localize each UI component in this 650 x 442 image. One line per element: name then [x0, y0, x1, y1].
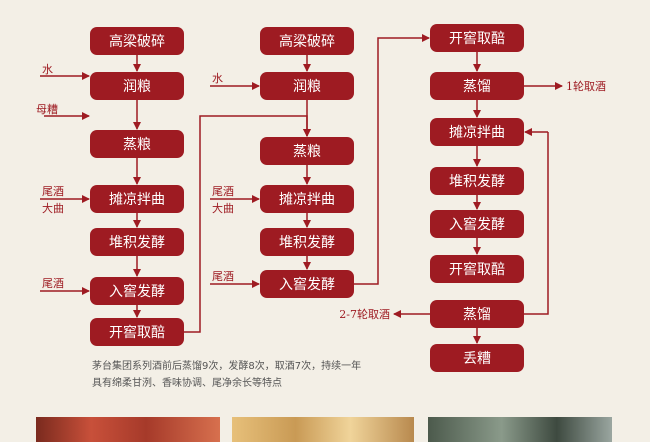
- process-step-box: 入窖发酵: [260, 270, 354, 298]
- step-box-bg: [90, 130, 184, 158]
- process-step-box: 高梁破碎: [260, 27, 354, 55]
- step-label: 润粮: [293, 79, 321, 95]
- step-label: 开窖取醅: [109, 324, 165, 341]
- step-box-bg: [90, 277, 184, 305]
- process-step-box: 堆积发酵: [430, 167, 524, 195]
- column-connector: [184, 115, 311, 333]
- input-label: 水: [42, 63, 53, 76]
- process-step-box: 摊凉拌曲: [90, 185, 184, 213]
- step-label: 堆积发酵: [279, 235, 335, 251]
- input-label: 大曲: [212, 201, 234, 215]
- input-label: 尾酒: [42, 185, 64, 198]
- step-box-bg: [260, 270, 354, 298]
- step-box-bg: [90, 185, 184, 213]
- step-label: 润粮: [123, 79, 151, 95]
- step-box-bg: [430, 210, 524, 238]
- step-box-bg: [260, 137, 354, 165]
- caption-line-2: 具有绵柔甘洌、香味协调、尾净余长等特点: [92, 378, 282, 389]
- process-step-box: 堆积发酵: [260, 228, 354, 256]
- connector-lines: [40, 34, 563, 344]
- input-label: 尾酒: [212, 270, 234, 283]
- step-box-bg: [260, 185, 354, 213]
- step-box-bg: [430, 72, 524, 100]
- step-box-bg: [90, 228, 184, 256]
- step-box-bg: [430, 167, 524, 195]
- input-label: 母糟: [36, 102, 58, 116]
- step-label: 入窖发酵: [279, 276, 335, 293]
- step-box-bg: [430, 118, 524, 146]
- step-box-bg: [430, 24, 524, 52]
- step-label: 蒸馏: [463, 79, 491, 95]
- process-step-box: 蒸粮: [260, 137, 354, 165]
- step-label: 摊凉拌曲: [279, 192, 335, 208]
- process-step-box: 开窖取醅: [430, 24, 524, 52]
- input-label: 尾酒: [42, 277, 64, 290]
- step-label: 开窖取醅: [449, 30, 505, 47]
- step-label: 高梁破碎: [109, 33, 165, 50]
- loop-back-line: [524, 132, 549, 315]
- step-box-bg: [430, 300, 524, 328]
- input-label: 水: [212, 72, 223, 85]
- output-label: 1轮取酒: [566, 79, 606, 93]
- process-step-box: 蒸馏: [430, 300, 524, 328]
- column-connector: [354, 34, 430, 285]
- process-step-box: 堆积发酵: [90, 228, 184, 256]
- step-box-bg: [430, 344, 524, 372]
- process-step-box: 入窖发酵: [430, 210, 524, 238]
- step-box-bg: [430, 255, 524, 283]
- input-label: 尾酒: [212, 185, 234, 198]
- step-label: 开窖取醅: [449, 261, 505, 278]
- process-step-box: 润粮: [260, 72, 354, 100]
- process-step-box: 摊凉拌曲: [260, 185, 354, 213]
- step-box-bg: [260, 27, 354, 55]
- step-label: 蒸粮: [293, 144, 321, 160]
- process-step-box: 摊凉拌曲: [430, 118, 524, 146]
- step-label: 摊凉拌曲: [449, 125, 505, 141]
- step-box-bg: [90, 27, 184, 55]
- process-step-box: 蒸馏: [430, 72, 524, 100]
- photo-landscape: [428, 417, 612, 442]
- process-step-box: 入窖发酵: [90, 277, 184, 305]
- process-step-box: 高梁破碎: [90, 27, 184, 55]
- step-label: 摊凉拌曲: [109, 192, 165, 208]
- photo-sorghum: [36, 417, 220, 442]
- process-caption: 茅台集团系列酒前后蒸馏9次，发酵8次，取酒7次，持续一年 具有绵柔甘洌、香味协调…: [92, 358, 422, 392]
- step-label: 入窖发酵: [449, 216, 505, 233]
- step-label: 丢糟: [463, 351, 491, 367]
- step-label: 堆积发酵: [449, 174, 505, 190]
- step-label: 堆积发酵: [109, 235, 165, 251]
- step-box-bg: [90, 72, 184, 100]
- output-label: 2-7轮取酒: [339, 307, 390, 321]
- process-step-box: 蒸粮: [90, 130, 184, 158]
- photo-grain: [232, 417, 414, 442]
- step-label: 高梁破碎: [279, 33, 335, 50]
- step-box-bg: [90, 318, 184, 346]
- input-label: 大曲: [42, 201, 64, 215]
- step-boxes: 高梁破碎润粮蒸粮摊凉拌曲堆积发酵入窖发酵开窖取醅高梁破碎润粮蒸粮摊凉拌曲堆积发酵…: [90, 24, 524, 372]
- process-step-box: 润粮: [90, 72, 184, 100]
- caption-line-1: 茅台集团系列酒前后蒸馏9次，发酵8次，取酒7次，持续一年: [92, 361, 362, 372]
- step-box-bg: [260, 228, 354, 256]
- step-label: 蒸粮: [123, 137, 151, 153]
- step-box-bg: [260, 72, 354, 100]
- process-step-box: 开窖取醅: [90, 318, 184, 346]
- step-label: 蒸馏: [463, 307, 491, 323]
- step-label: 入窖发酵: [109, 283, 165, 300]
- process-step-box: 开窖取醅: [430, 255, 524, 283]
- process-step-box: 丢糟: [430, 344, 524, 372]
